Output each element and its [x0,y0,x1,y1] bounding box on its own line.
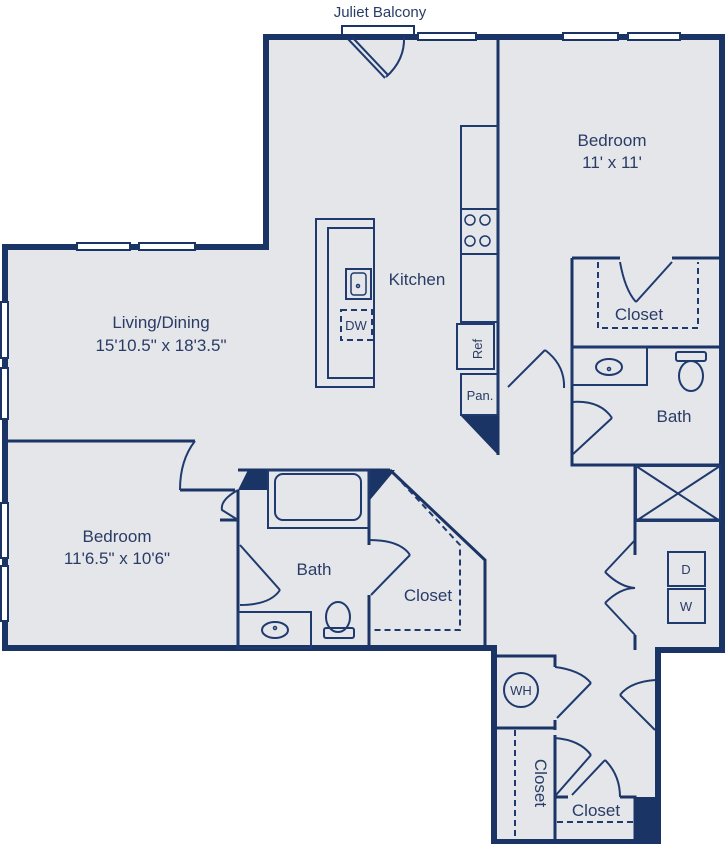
dryer-icon [667,551,706,587]
living-dining-size: 15'10.5" x 18'3.5" [95,336,226,355]
second-bedroom-size: 11'6.5" x 10'6" [64,549,170,568]
dryer-label: D [681,562,690,577]
kitchen-counter: Ref Pan. [456,125,499,416]
toilet-icon [325,601,351,633]
stove-icon [460,208,499,255]
master-bedroom-size: 11' x 11' [582,153,642,172]
doors [179,261,673,798]
bathtub-icon [274,473,362,521]
sink-icon [595,358,623,376]
refrigerator-label: Ref [470,338,485,359]
pantry-label: Pan. [467,388,494,403]
dishwasher-icon [340,309,373,341]
water-heater-icon [503,672,539,708]
hall-closet-small-label: Closet [572,801,620,820]
balcony-label: Juliet Balcony [334,4,427,21]
sink-icon [345,268,372,300]
refrigerator-icon [456,323,495,370]
master-bath-fixtures [571,346,721,522]
sink-icon [261,621,289,639]
master-closet-rod [597,262,699,329]
solid-wall-blocks [238,415,658,842]
master-closet-label: Closet [615,305,663,324]
second-bedroom-label: Bedroom [83,527,152,546]
master-bath-label: Bath [657,407,692,426]
kitchen-island: DW [315,218,375,388]
washer-label: W [680,599,693,614]
hall-closets: WH [503,672,634,840]
pantry [460,373,499,416]
juliet-balcony: Juliet Balcony [334,4,427,79]
master-bedroom-label: Bedroom [578,131,647,150]
water-heater-label: WH [510,683,532,698]
room-labels: Living/Dining 15'10.5" x 18'3.5" Kitchen… [64,131,692,820]
second-bath-fixtures [237,469,370,649]
windows [0,32,681,622]
laundry: D W [667,551,706,624]
hall-closet-vertical-label: Closet [531,759,550,807]
washer-icon [667,588,706,624]
kitchen-label: Kitchen [389,270,446,289]
living-dining-label: Living/Dining [112,313,209,332]
second-closet-rod [372,474,461,631]
dishwasher-label: DW [345,318,367,333]
shower-icon [635,465,721,522]
second-bath-label: Bath [297,560,332,579]
second-closet-label: Closet [404,586,452,605]
floor-area [5,37,722,844]
